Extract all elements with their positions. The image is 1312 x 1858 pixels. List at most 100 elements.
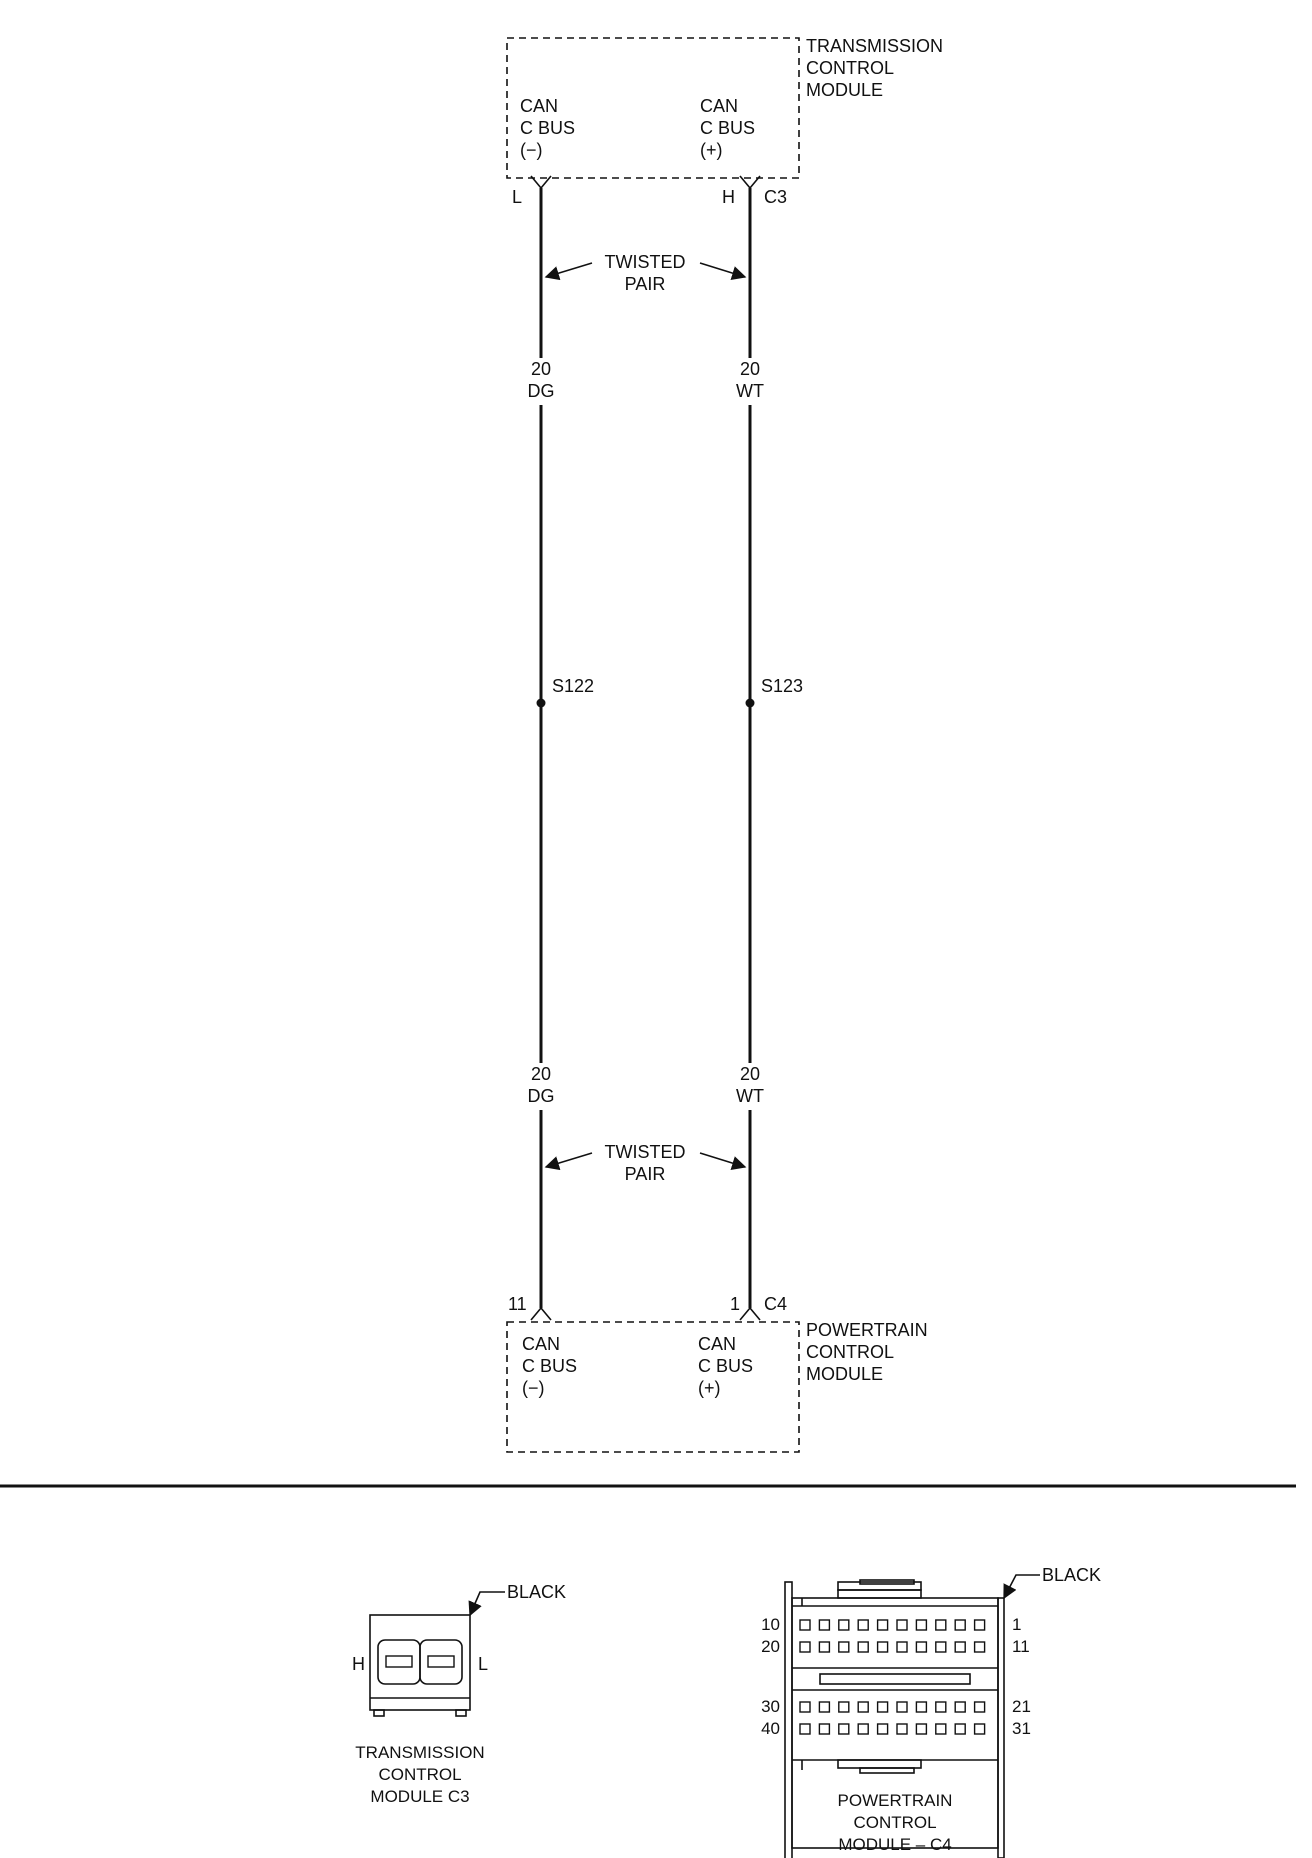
pcm-c4-connector-view: 10 20 30 40 1 11 21 31 BLACK POWERTRAIN … <box>761 1565 1101 1858</box>
pcm-connector-id: C4 <box>764 1294 787 1314</box>
pcm-c4-pin-cavity <box>876 1723 889 1735</box>
pcm-title-line3: MODULE <box>806 1364 883 1384</box>
tcm-c3-cavity-left <box>377 1639 421 1685</box>
tcm-title-line3: MODULE <box>806 80 883 100</box>
pcm-c4-pin-cavity <box>876 1619 889 1631</box>
pcm-c4-pin-1: 1 <box>1012 1615 1021 1634</box>
pcm-c4-pin-21: 21 <box>1012 1697 1031 1716</box>
pcm-c4-pin-40: 40 <box>761 1719 780 1738</box>
tcm-c3-color: BLACK <box>507 1582 566 1602</box>
twisted-pair-upper-line1: TWISTED <box>605 252 686 272</box>
splice-left <box>536 698 546 708</box>
pcm-c4-pin-cavity <box>799 1641 811 1653</box>
twisted-pair-lower: TWISTED PAIR <box>544 1142 747 1184</box>
pcm-c4-pin-cavity <box>857 1701 869 1713</box>
powertrain-control-module: 11 1 C4 POWERTRAIN CONTROL MODULE CAN C … <box>506 1294 928 1453</box>
pcm-c4-pin-cavity <box>954 1701 966 1713</box>
pcm-c4-pin-cavity <box>954 1619 966 1631</box>
pcm-c4-pin-31: 31 <box>1012 1719 1031 1738</box>
pcm-c4-pin-cavity <box>896 1619 908 1631</box>
tcm-c3-body <box>369 1614 471 1711</box>
transmission-control-module: TRANSMISSION CONTROL MODULE CAN C BUS (−… <box>506 36 943 207</box>
tcm-right-pin-label-2: C BUS <box>700 118 755 138</box>
pcm-c4-pin-cavity <box>838 1619 850 1631</box>
tcm-c3-caption-3: MODULE C3 <box>370 1787 469 1806</box>
pcm-c4-pin-cavity <box>935 1641 947 1653</box>
pcm-c4-pin-cavity <box>973 1723 986 1735</box>
pcm-c4-pin-cavity <box>896 1641 908 1653</box>
pcm-c4-pin-cavity <box>954 1641 966 1653</box>
pcm-c4-pin-cavity <box>799 1619 811 1631</box>
pcm-c4-pin-cavity <box>857 1641 869 1653</box>
tcm-right-pin-label-3: (+) <box>700 140 723 160</box>
pcm-c4-pin-cavity <box>973 1641 986 1653</box>
pcm-left-pin-label-3: (−) <box>522 1378 545 1398</box>
tcm-c3-caption-2: CONTROL <box>378 1765 461 1784</box>
tcm-left-terminal: L <box>512 187 522 207</box>
pcm-c4-pin-cavity <box>915 1723 928 1735</box>
twisted-pair-lower-line2: PAIR <box>625 1164 666 1184</box>
pcm-c4-pin-grid <box>799 1619 986 1735</box>
pcm-c4-pin-cavity <box>876 1641 889 1653</box>
pcm-c4-pin-cavity <box>915 1701 928 1713</box>
pcm-right-terminal-symbol <box>739 1306 761 1321</box>
splice-left-label: S122 <box>552 676 594 696</box>
pcm-c4-pin-10: 10 <box>761 1615 780 1634</box>
pcm-c4-pin-cavity <box>935 1723 947 1735</box>
pcm-right-pin-label-3: (+) <box>698 1378 721 1398</box>
pcm-title-line2: CONTROL <box>806 1342 894 1362</box>
wire-left-gauge-lower: 20 <box>531 1064 551 1084</box>
pcm-c4-pin-cavity <box>799 1701 811 1713</box>
splice-right-label: S123 <box>761 676 803 696</box>
pcm-c4-pin-30: 30 <box>761 1697 780 1716</box>
tcm-c3-cavity-right <box>419 1639 463 1685</box>
pcm-c4-pin-11: 11 <box>1012 1637 1030 1656</box>
tcm-c3-terminal-l: L <box>478 1654 488 1674</box>
tcm-c3-connector-view: H L BLACK TRANSMISSION CONTROL MODULE C3 <box>352 1582 566 1806</box>
pcm-c4-pin-cavity <box>935 1619 947 1631</box>
pcm-c4-pin-cavity <box>935 1701 947 1713</box>
tcm-c3-caption-1: TRANSMISSION <box>355 1743 484 1762</box>
pcm-c4-body <box>791 1597 999 1849</box>
wire-left-color-lower: DG <box>528 1086 555 1106</box>
pcm-c4-pin-cavity <box>857 1723 869 1735</box>
pcm-c4-pin-cavity <box>915 1619 928 1631</box>
tcm-left-pin-label-1: CAN <box>520 96 558 116</box>
twisted-pair-upper-line2: PAIR <box>625 274 666 294</box>
tcm-right-terminal: H <box>722 187 735 207</box>
pcm-outline <box>506 1321 800 1453</box>
pcm-right-pin-label-2: C BUS <box>698 1356 753 1376</box>
wire-right-color-upper: WT <box>736 381 764 401</box>
pcm-c4-pin-cavity <box>799 1723 811 1735</box>
pcm-c4-pin-cavity <box>838 1701 850 1713</box>
pcm-c4-caption-2: CONTROL <box>853 1813 936 1832</box>
pcm-c4-pin-cavity <box>896 1723 908 1735</box>
pcm-c4-caption-3: MODULE – C4 <box>838 1835 951 1854</box>
pcm-c4-pin-cavity <box>818 1701 831 1713</box>
pcm-c4-pin-cavity <box>973 1619 986 1631</box>
tcm-left-pin-label-3: (−) <box>520 140 543 160</box>
wire-right-gauge-lower: 20 <box>740 1064 760 1084</box>
pcm-c4-pin-cavity <box>838 1723 850 1735</box>
pcm-c4-pin-cavity <box>876 1701 889 1713</box>
twisted-pair-upper: TWISTED PAIR <box>544 252 747 294</box>
tcm-c3-terminal-h: H <box>352 1654 365 1674</box>
pcm-c4-pin-cavity <box>954 1723 966 1735</box>
wire-right-gauge-upper: 20 <box>740 359 760 379</box>
tcm-left-pin-label-2: C BUS <box>520 118 575 138</box>
pcm-c4-pin-20: 20 <box>761 1637 780 1656</box>
pcm-left-pin-label-1: CAN <box>522 1334 560 1354</box>
splice-right <box>745 698 755 708</box>
wire-left-gauge-upper: 20 <box>531 359 551 379</box>
pcm-c4-pin-cavity <box>896 1701 908 1713</box>
pcm-c4-pin-cavity <box>915 1641 928 1653</box>
twisted-pair-lower-line1: TWISTED <box>605 1142 686 1162</box>
pcm-left-pin-label-2: C BUS <box>522 1356 577 1376</box>
tcm-title-line1: TRANSMISSION <box>806 36 943 56</box>
pcm-left-terminal: 11 <box>508 1294 527 1314</box>
pcm-c4-pin-cavity <box>857 1619 869 1631</box>
pcm-c4-color: BLACK <box>1042 1565 1101 1585</box>
wire-right-color-lower: WT <box>736 1086 764 1106</box>
pcm-c4-pin-cavity <box>818 1619 831 1631</box>
